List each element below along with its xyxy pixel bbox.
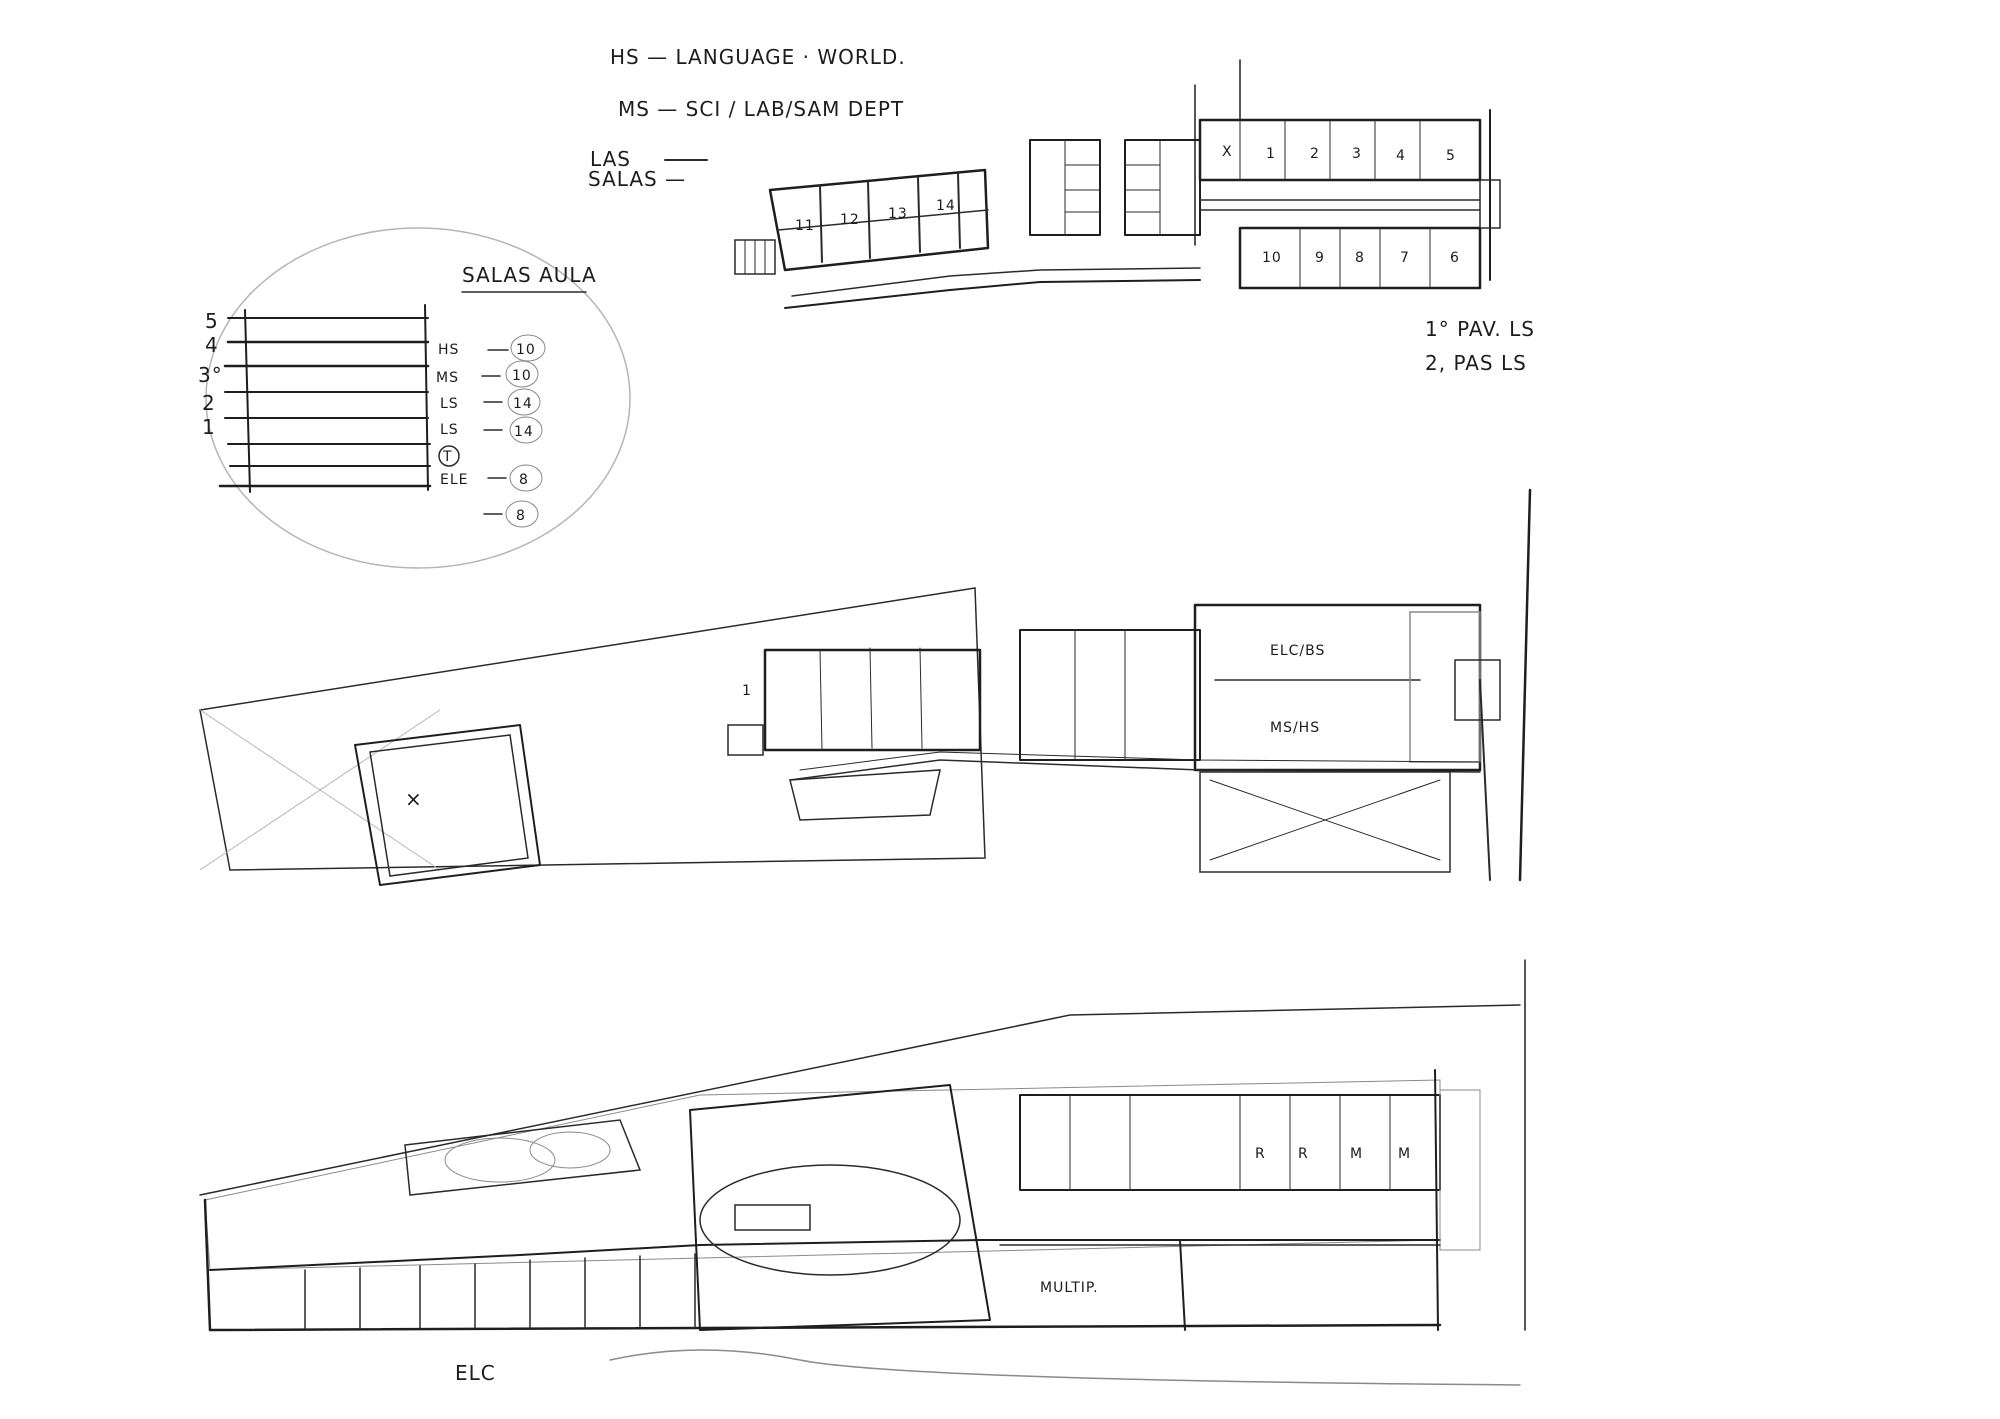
use-ms: MS <box>436 370 459 386</box>
level-3: 3° <box>198 363 223 387</box>
count-ls-1: 14 <box>513 396 533 412</box>
plan-top: 11 12 13 14 X 1 2 3 <box>734 59 1535 375</box>
legend-2: 2, PAS LS <box>1425 351 1527 375</box>
note-las: LAS <box>590 147 631 171</box>
use-ls-1: LS <box>440 396 459 412</box>
room-m-2: M <box>1398 1146 1411 1162</box>
room-13: 13 <box>888 206 908 222</box>
note-ms: MS — SCI / LAB/SAM DEPT <box>618 97 904 121</box>
count-ms: 10 <box>512 368 532 384</box>
use-ls-2: LS <box>440 422 459 438</box>
use-ele: ELE <box>440 472 469 488</box>
room-5: 5 <box>1446 148 1456 164</box>
room-14: 14 <box>936 198 956 214</box>
room-8: 8 <box>1355 250 1365 266</box>
room-12: 12 <box>840 212 860 228</box>
room-3: 3 <box>1352 146 1362 162</box>
room-11: 11 <box>795 218 815 234</box>
note-salas: SALAS — <box>588 167 686 191</box>
count-ls-2: 14 <box>514 424 534 440</box>
label-multip: MULTIP. <box>1040 1280 1099 1296</box>
room-9: 9 <box>1315 250 1325 266</box>
room-10: 10 <box>1262 250 1282 266</box>
plan-middle: × ELC/BS MS/HS 1 <box>199 488 1532 886</box>
courtyard-x: × <box>405 787 423 811</box>
room-6: 6 <box>1450 250 1460 266</box>
room-4: 4 <box>1396 148 1406 164</box>
note-hs: HS — LANGUAGE · WORLD. <box>610 45 906 69</box>
level-5: 5 <box>205 309 219 333</box>
level-2: 2 <box>202 391 216 415</box>
room-2: 2 <box>1310 146 1320 162</box>
room-r-1: R <box>1255 1146 1266 1162</box>
plan-bottom: R R M M MULTIP. ELC <box>199 959 1526 1386</box>
count-ele: 8 <box>516 508 526 524</box>
use-hs: HS <box>438 342 459 358</box>
level-1: 1 <box>202 415 216 439</box>
label-elc-bs: ELC/BS <box>1270 643 1325 659</box>
room-1: 1 <box>1266 146 1276 162</box>
room-x: X <box>1222 144 1233 160</box>
count-hs: 10 <box>516 342 536 358</box>
level-4: 4 <box>205 333 219 357</box>
program-notes: HS — LANGUAGE · WORLD. MS — SCI / LAB/SA… <box>588 45 906 191</box>
section-title: SALAS AULA <box>462 263 597 287</box>
room-7: 7 <box>1400 250 1410 266</box>
legend-1: 1° PAV. LS <box>1425 317 1535 341</box>
label-ms-hs: MS/HS <box>1270 720 1320 736</box>
room-r-2: R <box>1298 1146 1309 1162</box>
count-t: 8 <box>519 472 529 488</box>
label-elc-bottom: ELC <box>455 1361 496 1385</box>
room-m-1: M <box>1350 1146 1363 1162</box>
use-t: T <box>442 449 453 465</box>
label-left-1: 1 <box>742 683 752 699</box>
section-diagram: SALAS AULA 5 4 3° 2 1 HS MS LS LS T ELE <box>198 227 631 569</box>
